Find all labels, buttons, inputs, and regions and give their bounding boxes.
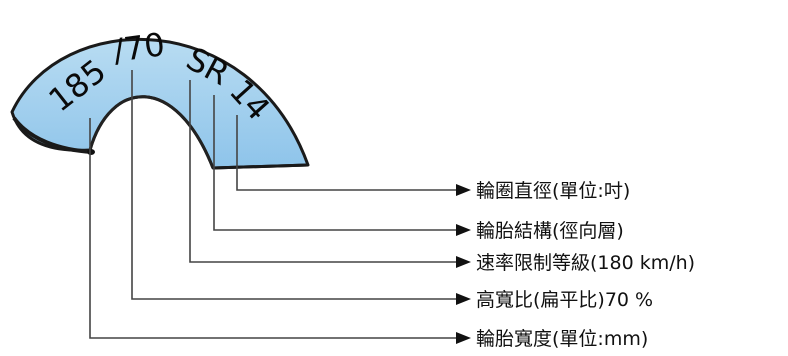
tire-tread-edge — [12, 116, 93, 154]
arrow-heads — [456, 184, 471, 344]
label-tire-construction: 輪胎結構(徑向層) — [476, 220, 624, 242]
tire-bead-dot — [87, 149, 95, 155]
marking-ratio: /70 — [111, 25, 167, 70]
tire-inner-edge — [88, 95, 215, 169]
arrow-tire-width — [456, 332, 471, 344]
tire-sidewall — [10, 37, 310, 170]
arrow-rim-diameter — [456, 184, 471, 196]
arrow-speed-rating — [456, 256, 471, 268]
leader-tire-width — [89, 118, 458, 339]
leader-speed-rating — [189, 80, 458, 263]
leader-aspect-ratio — [131, 70, 458, 300]
legend-labels: 輪圈直徑(單位:吋) 輪胎結構(徑向層) 速率限制等級(180 km/h) 高寬… — [476, 180, 695, 350]
arrow-aspect-ratio — [456, 293, 471, 305]
tire-right-edge — [212, 163, 309, 170]
label-aspect-ratio: 高寬比(扁平比)70 % — [476, 289, 653, 311]
label-speed-rating: 速率限制等級(180 km/h) — [476, 252, 695, 274]
leader-tire-construction — [213, 95, 458, 231]
label-tire-width: 輪胎寬度(單位:mm) — [476, 328, 648, 350]
leader-lines — [89, 70, 458, 339]
arrow-tire-construction — [456, 224, 471, 236]
leader-rim-diameter — [236, 115, 458, 191]
label-rim-diameter: 輪圈直徑(單位:吋) — [476, 180, 630, 202]
